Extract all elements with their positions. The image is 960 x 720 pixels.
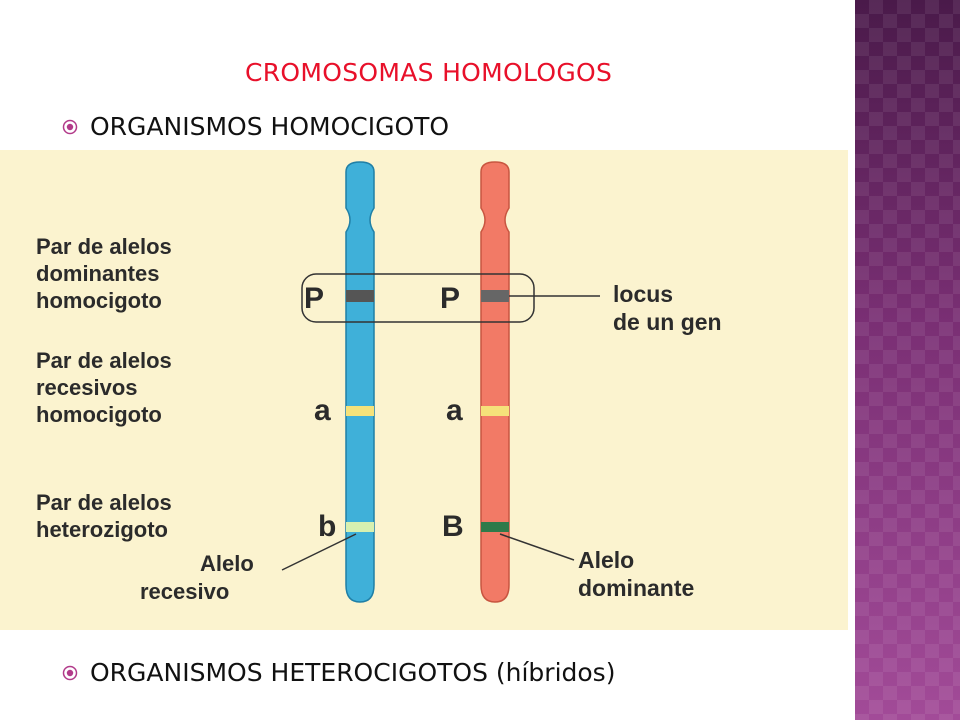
allele-left-p: P — [304, 282, 324, 315]
locus-frame — [301, 273, 535, 323]
left-band-b — [346, 522, 374, 532]
label-dominant-pair-2: dominantes — [36, 261, 159, 286]
left-band-a — [346, 406, 374, 416]
allele-left-b: b — [318, 510, 336, 543]
target-bullet-icon — [62, 119, 78, 135]
target-bullet-icon — [62, 665, 78, 681]
bullet-text: ORGANISMOS HOMOCIGOTO — [90, 112, 450, 141]
slide-title: CROMOSOMAS HOMOLOGOS — [245, 58, 613, 87]
chromosome-diagram: P P a a b B Par de alelos dominantes hom… — [0, 150, 848, 630]
label-dominant-pair-3: homocigoto — [36, 288, 162, 313]
label-recessive-pair-2: recesivos — [36, 375, 138, 400]
label-recessive-pair-3: homocigoto — [36, 402, 162, 427]
allele-right-b: B — [442, 510, 464, 543]
bullet-heterocigotos: ORGANISMOS HETEROCIGOTOS (híbridos) — [62, 658, 615, 687]
decorative-sidebar — [855, 0, 960, 720]
bullet-homocigoto: ORGANISMOS HOMOCIGOTO — [62, 112, 449, 141]
label-dominant-allele-2: dominante — [578, 575, 694, 601]
label-hetero-pair-1: Par de alelos — [36, 490, 172, 515]
allele-right-a: a — [446, 394, 463, 427]
right-band-b — [481, 522, 509, 532]
label-hetero-pair-2: heterozigoto — [36, 517, 168, 542]
left-chromosome — [345, 161, 375, 603]
chromosome-diagram-svg: P P a a b B Par de alelos dominantes hom… — [36, 161, 722, 604]
label-dominant-pair-1: Par de alelos — [36, 234, 172, 259]
recessive-leader-line — [281, 533, 357, 571]
label-dominant-allele-1: Alelo — [578, 547, 634, 573]
right-band-a — [481, 406, 509, 416]
label-locus-1: locus — [613, 281, 673, 307]
left-locus-band-p — [346, 290, 374, 302]
dominant-leader-line — [499, 533, 575, 561]
label-recessive-allele-2: recesivo — [140, 579, 229, 604]
right-chromosome — [480, 161, 510, 603]
allele-left-a: a — [314, 394, 331, 427]
bullet-text: ORGANISMOS HETEROCIGOTOS (híbridos) — [90, 658, 616, 687]
label-locus-2: de un gen — [613, 309, 722, 335]
label-recessive-pair-1: Par de alelos — [36, 348, 172, 373]
allele-right-p: P — [440, 282, 460, 315]
label-recessive-allele-1: Alelo — [200, 551, 254, 576]
right-locus-band-p — [481, 290, 509, 302]
